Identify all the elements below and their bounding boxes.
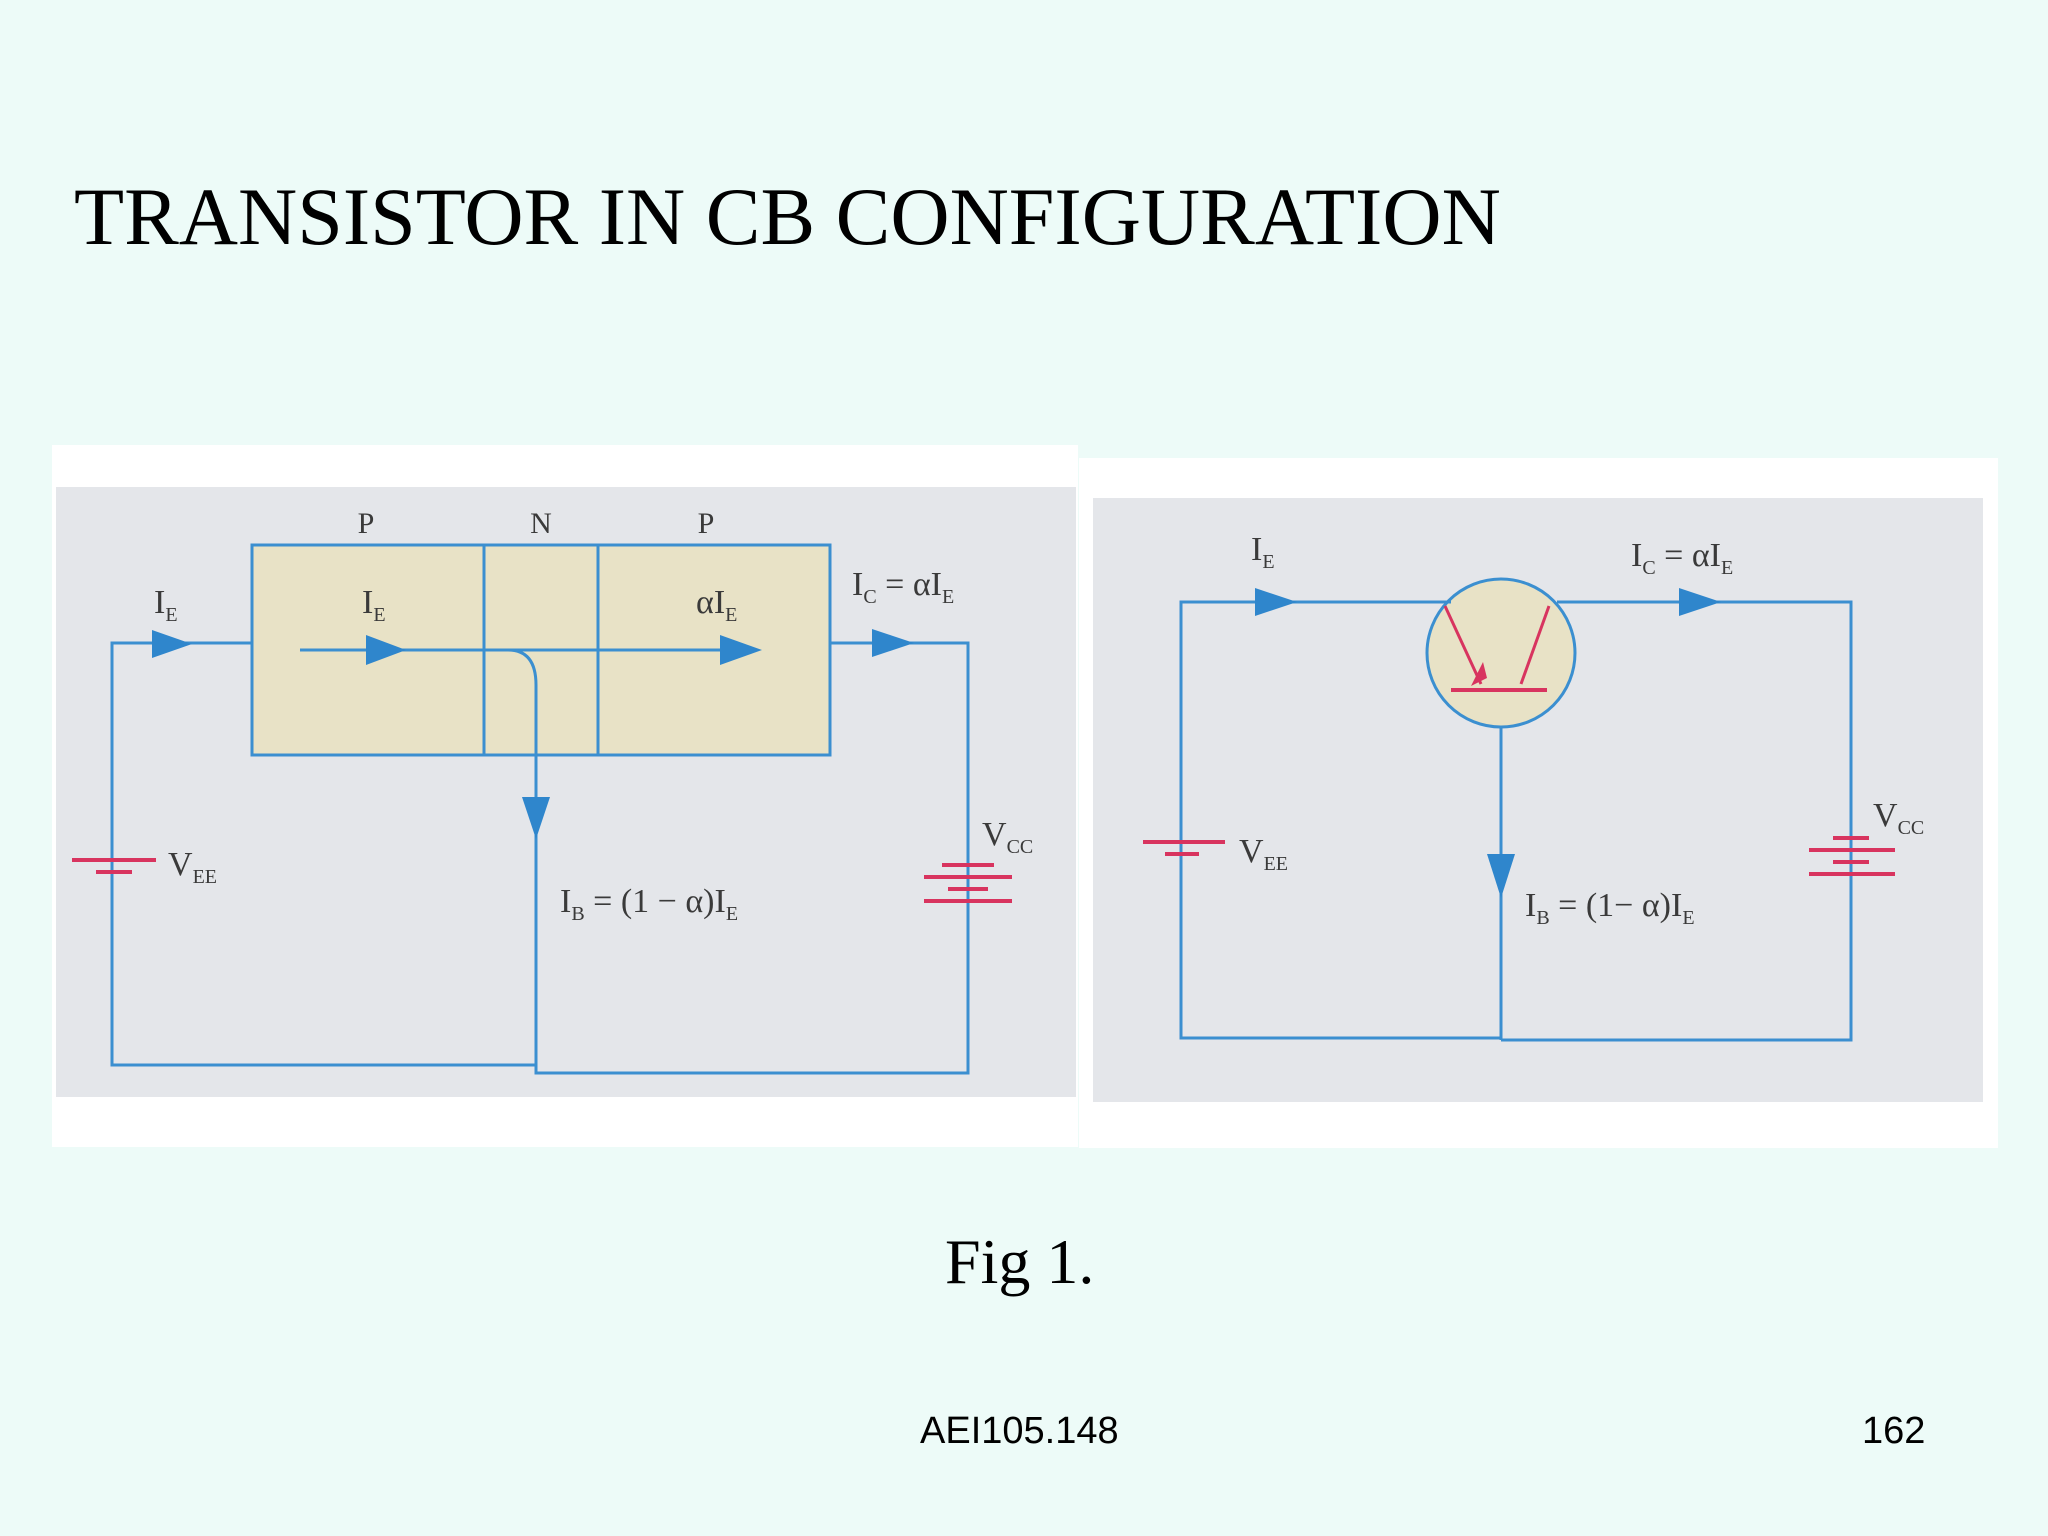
label-emitter-current: IE (154, 584, 178, 626)
label-collector-current: IC = αIE (1631, 537, 1733, 579)
footer-course-code: AEI105.148 (920, 1410, 1119, 1452)
emitter-current-arrow (152, 630, 192, 658)
label-base-current: IB = (1− α)IE (1525, 887, 1695, 929)
page-number: 162 (1862, 1410, 1926, 1452)
collector-region-arrow (720, 635, 762, 665)
slide-title: TRANSISTOR IN CB CONFIGURATION (74, 171, 1501, 262)
region-p-collector: P (698, 507, 715, 540)
collector-loop-wire (534, 641, 970, 1075)
base-current-arrow (1487, 854, 1515, 898)
transistor-symbol-diagram: IE IC = αIE IB = (1− α)IE VEE VCC (1079, 458, 1998, 1148)
collector-current-arrow (872, 629, 914, 657)
base-current-path (507, 648, 538, 805)
emitter-loop-wire (1179, 600, 1501, 1040)
label-inner-emitter-current: IE (362, 584, 386, 626)
base-current-arrow (522, 797, 550, 839)
figure-caption: Fig 1. (945, 1226, 1095, 1297)
label-vee: VEE (168, 846, 217, 888)
inner-emitter-arrow (366, 635, 406, 665)
emitter-current-arrow (1255, 588, 1297, 616)
region-p-emitter: P (358, 507, 375, 540)
label-collector-current: IC = αIE (852, 566, 954, 608)
label-emitter-current: IE (1251, 531, 1275, 573)
collector-lead (1519, 605, 1551, 685)
label-alpha-ie: αIE (696, 584, 737, 626)
label-base-current: IB = (1 − α)IE (560, 883, 738, 925)
transistor-symbol-circuit: IE IC = αIE IB = (1− α)IE VEE VCC (1093, 498, 1983, 1102)
label-vee: VEE (1239, 833, 1288, 875)
pnp-block-circuit: P N P IE IE αIE IC = αIE IB = (1 − α)IE … (56, 487, 1076, 1097)
region-n-base: N (530, 507, 552, 540)
emitter-lead (1443, 605, 1483, 685)
pnp-block-diagram: P N P IE IE αIE IC = αIE IB = (1 − α)IE … (52, 445, 1078, 1147)
emitter-arrow-icon (1471, 662, 1487, 686)
label-vcc: VCC (982, 816, 1033, 858)
label-vcc: VCC (1873, 797, 1924, 839)
collector-current-arrow (1679, 588, 1721, 616)
